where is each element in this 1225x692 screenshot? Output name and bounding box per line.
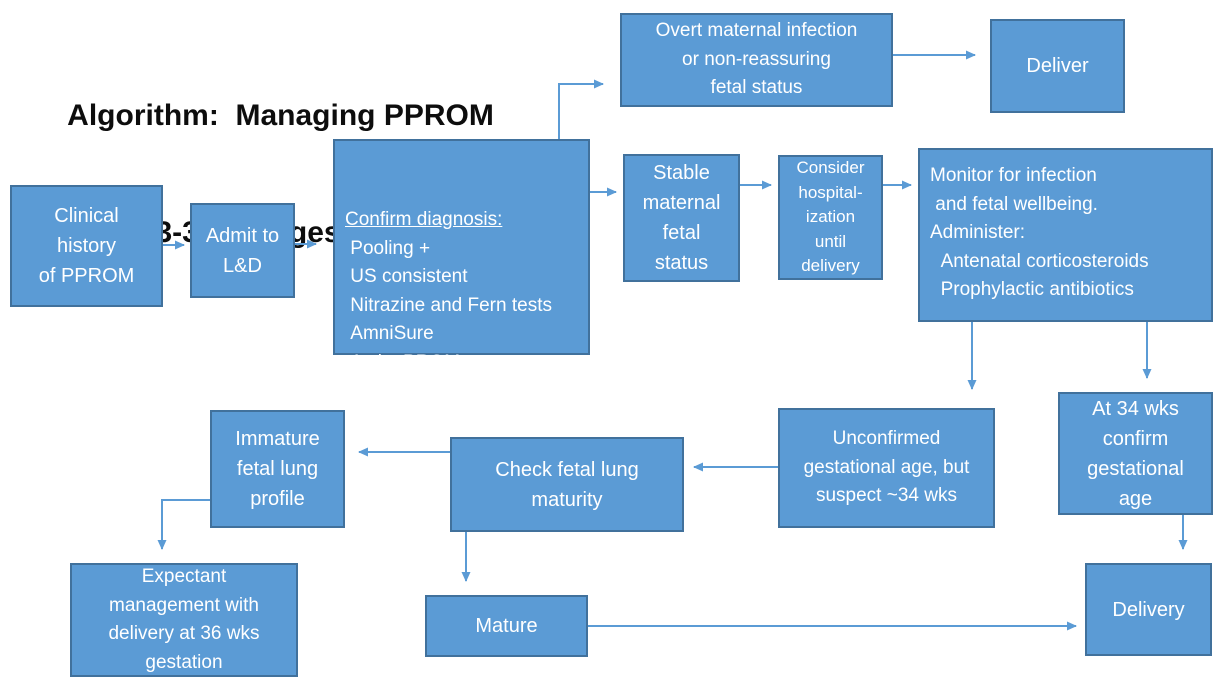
node-confirm-diagnosis: Confirm diagnosis: Pooling + US consiste… bbox=[333, 139, 590, 401]
node-expectant-management: Expectant management with delivery at 36… bbox=[70, 563, 298, 677]
node-at-34-wks-confirm-gestational-age-label: At 34 wks confirm gestational age bbox=[1087, 397, 1184, 510]
node-admit-to-ld: Admit to L&D bbox=[190, 203, 295, 298]
node-admit-to-ld-label: Admit to L&D bbox=[205, 224, 280, 277]
edge-confirm-to-overt bbox=[558, 79, 604, 139]
confirm-diagnosis-heading: Confirm diagnosis: bbox=[345, 209, 503, 230]
node-overt-maternal-infection-label: Overt maternal infection or non-reassuri… bbox=[655, 20, 858, 99]
node-at-34-wks-confirm-gestational-age: At 34 wks confirm gestational age bbox=[1058, 392, 1213, 515]
node-clinical-history: Clinical history of PPROM bbox=[10, 185, 163, 307]
node-mature-label: Mature bbox=[475, 615, 538, 637]
edge-immature-to-expectant bbox=[157, 499, 210, 550]
node-check-fetal-lung-maturity-label: Check fetal lung maturity bbox=[495, 458, 639, 511]
node-consider-hospitalization: Consider hospital- ization until deliver… bbox=[778, 155, 883, 280]
node-overt-maternal-infection: Overt maternal infection or non-reassuri… bbox=[620, 13, 893, 107]
node-stable-maternal-fetal-status-label: Stable maternal fetal status bbox=[642, 162, 721, 274]
node-delivery: Delivery bbox=[1085, 563, 1212, 656]
node-immature-fetal-lung-profile-label: Immature fetal lung profile bbox=[235, 428, 320, 510]
node-monitor-for-infection-label: Monitor for infection and fetal wellbein… bbox=[930, 165, 1149, 300]
node-stable-maternal-fetal-status: Stable maternal fetal status bbox=[623, 154, 740, 282]
node-clinical-history-label: Clinical history of PPROM bbox=[38, 205, 135, 287]
diagram-title-line1: Algorithm: Managing PPROM bbox=[67, 99, 494, 132]
confirm-diagnosis-items: Pooling + US consistent Nitrazine and Fe… bbox=[350, 237, 552, 402]
node-consider-hospitalization-label: Consider hospital- ization until deliver… bbox=[796, 157, 865, 276]
node-confirm-diagnosis-label: Confirm diagnosis: Pooling + US consiste… bbox=[345, 149, 552, 434]
node-deliver-label: Deliver bbox=[1026, 55, 1089, 77]
node-delivery-label: Delivery bbox=[1112, 598, 1185, 621]
node-monitor-for-infection: Monitor for infection and fetal wellbein… bbox=[918, 148, 1213, 322]
node-unconfirmed-gestational-age: Unconfirmed gestational age, but suspect… bbox=[778, 408, 995, 528]
node-unconfirmed-gestational-age-label: Unconfirmed gestational age, but suspect… bbox=[803, 428, 970, 507]
node-deliver: Deliver bbox=[990, 19, 1125, 113]
node-check-fetal-lung-maturity: Check fetal lung maturity bbox=[450, 437, 684, 532]
node-mature: Mature bbox=[425, 595, 588, 657]
node-immature-fetal-lung-profile: Immature fetal lung profile bbox=[210, 410, 345, 528]
node-expectant-management-label: Expectant management with delivery at 36… bbox=[108, 566, 260, 673]
